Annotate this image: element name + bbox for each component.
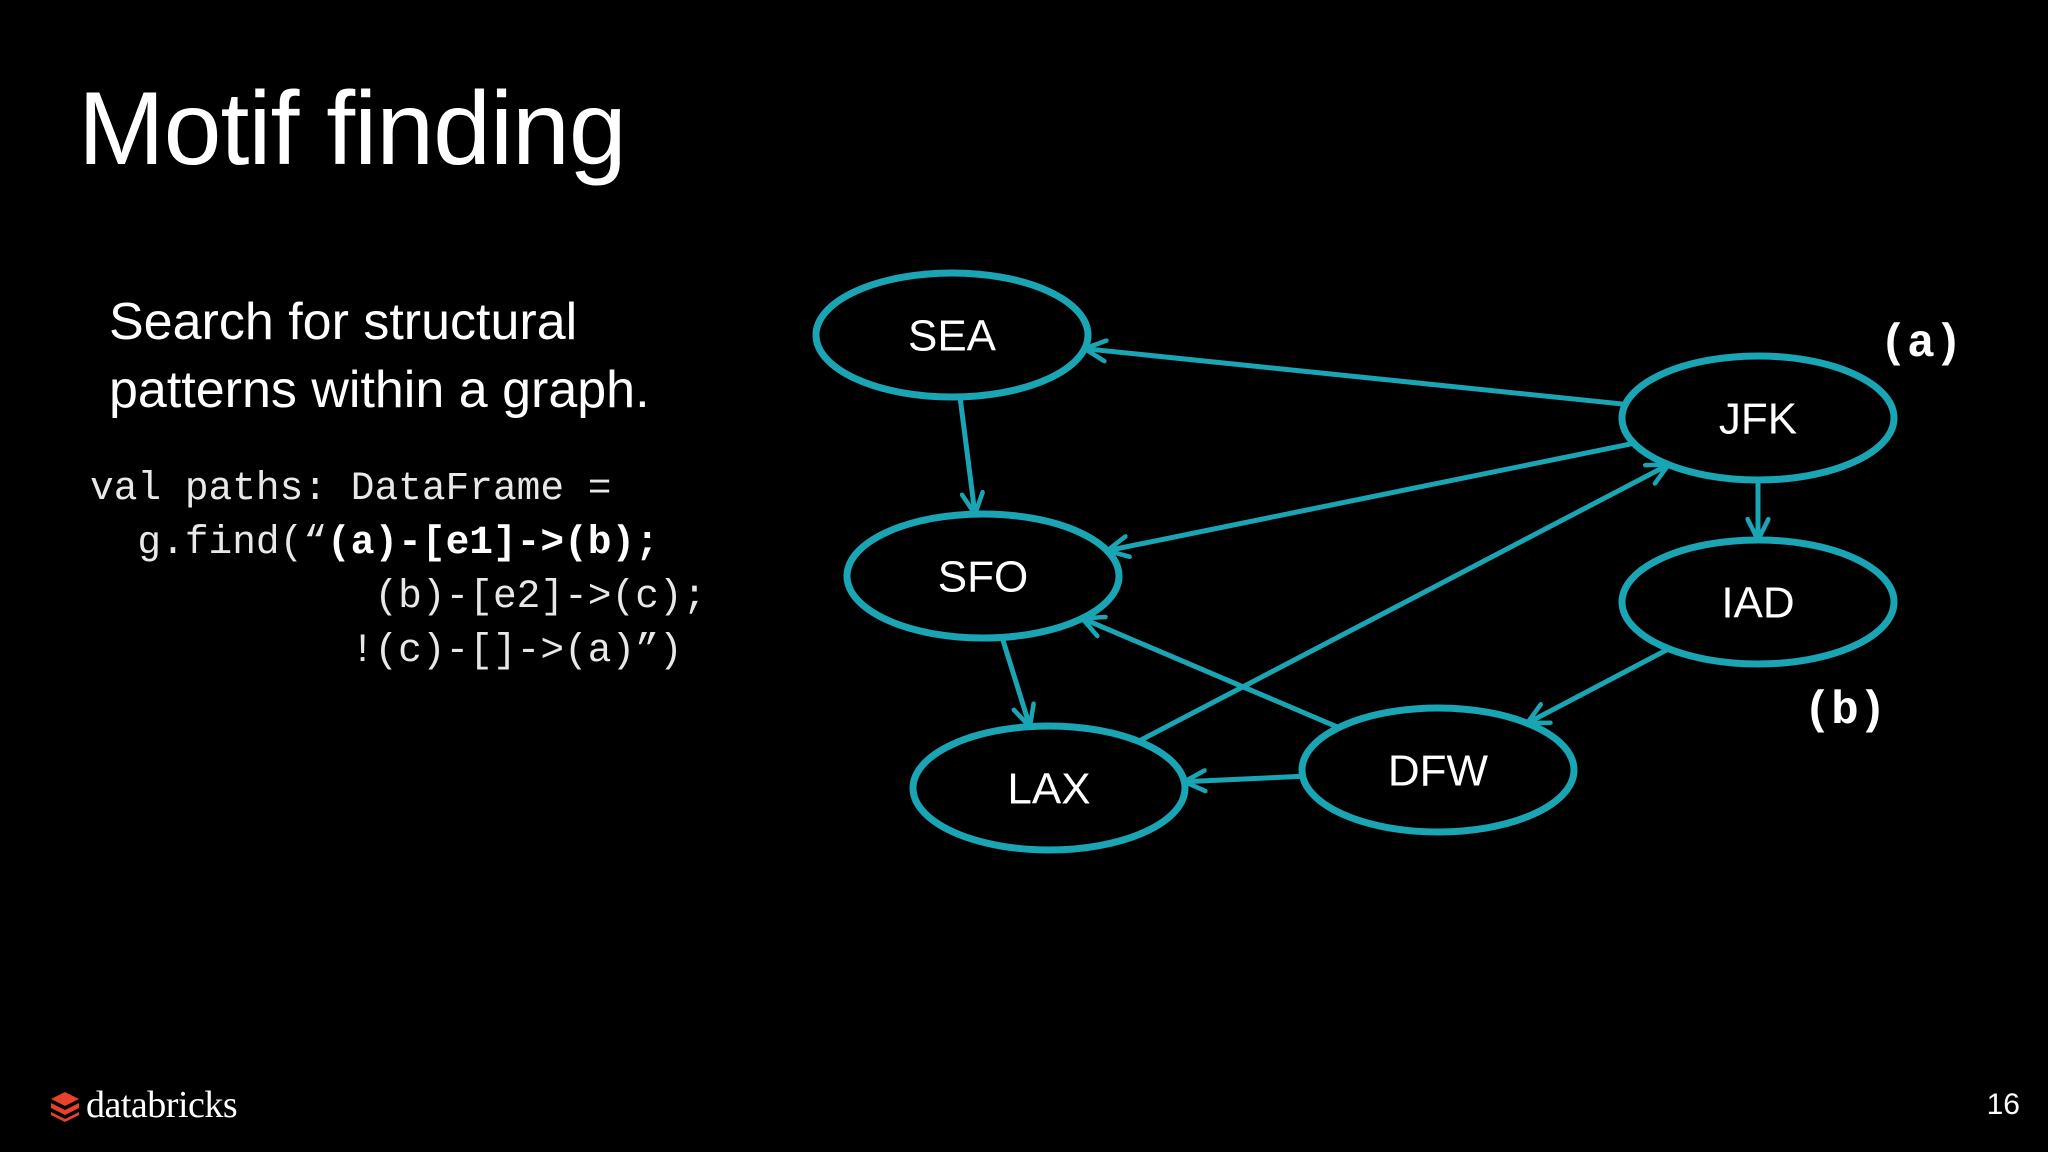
node-sea-ellipse (812, 269, 1092, 401)
code-line-1: val paths: DataFrame = (90, 466, 612, 511)
node-iad-ellipse (1618, 536, 1898, 668)
edge-dfw-to-sfo (1079, 618, 1342, 731)
node-dfw-ellipse (1298, 704, 1578, 836)
edge-dfw-to-lax (1181, 776, 1306, 781)
edge-sfo-to-lax (999, 634, 1030, 730)
edge-sea-to-sfo (957, 394, 975, 517)
nodes-layer: SEA SFO LAX JFK IAD DFW (812, 269, 1898, 854)
page-number: 16 (1986, 1088, 2020, 1121)
slide-description: Search for structural patterns within a … (109, 288, 650, 424)
node-jfk-label: JFK (1719, 395, 1797, 444)
node-sfo-label: SFO (938, 553, 1028, 602)
slide-title: Motif finding (78, 71, 627, 187)
code-line-3: (b)-[e2]->(c); (90, 574, 707, 619)
node-dfw: DFW (1298, 704, 1578, 836)
node-lax-ellipse (909, 722, 1189, 854)
databricks-logo-icon (51, 1092, 79, 1122)
code-line-2-prefix: g.find(“ (90, 520, 328, 565)
node-lax: LAX (909, 722, 1189, 854)
node-iad-label: IAD (1721, 579, 1794, 628)
node-sfo-ellipse (843, 510, 1123, 642)
motif-label-b: (b) (1804, 685, 1887, 737)
node-sea: SEA (812, 269, 1092, 401)
edge-iad-to-dfw (1524, 646, 1672, 726)
code-snippet: val paths: DataFrame = g.find(“(a)-[e1]-… (90, 462, 706, 678)
node-sfo: SFO (843, 510, 1123, 642)
databricks-logo: databricks (48, 1082, 238, 1128)
motif-label-a: (a) (1880, 318, 1963, 370)
edge-jfk-to-sfo (1104, 440, 1637, 550)
node-jfk: JFK (1618, 352, 1898, 484)
node-iad: IAD (1618, 536, 1898, 668)
node-dfw-label: DFW (1388, 747, 1489, 796)
node-sea-label: SEA (908, 312, 997, 361)
edge-jfk-to-sea (1082, 349, 1628, 407)
description-line-2: patterns within a graph. (109, 361, 650, 419)
code-line-2-bold: (a)-[e1]->(b); (327, 520, 659, 565)
code-line-4: !(c)-[]->(a)”) (90, 628, 683, 673)
edge-lax-to-jfk (1136, 462, 1671, 744)
edges-layer (957, 349, 1758, 782)
logo-text: databricks (86, 1084, 238, 1126)
description-line-1: Search for structural (109, 293, 578, 351)
node-lax-label: LAX (1007, 765, 1090, 814)
node-jfk-ellipse (1618, 352, 1898, 484)
